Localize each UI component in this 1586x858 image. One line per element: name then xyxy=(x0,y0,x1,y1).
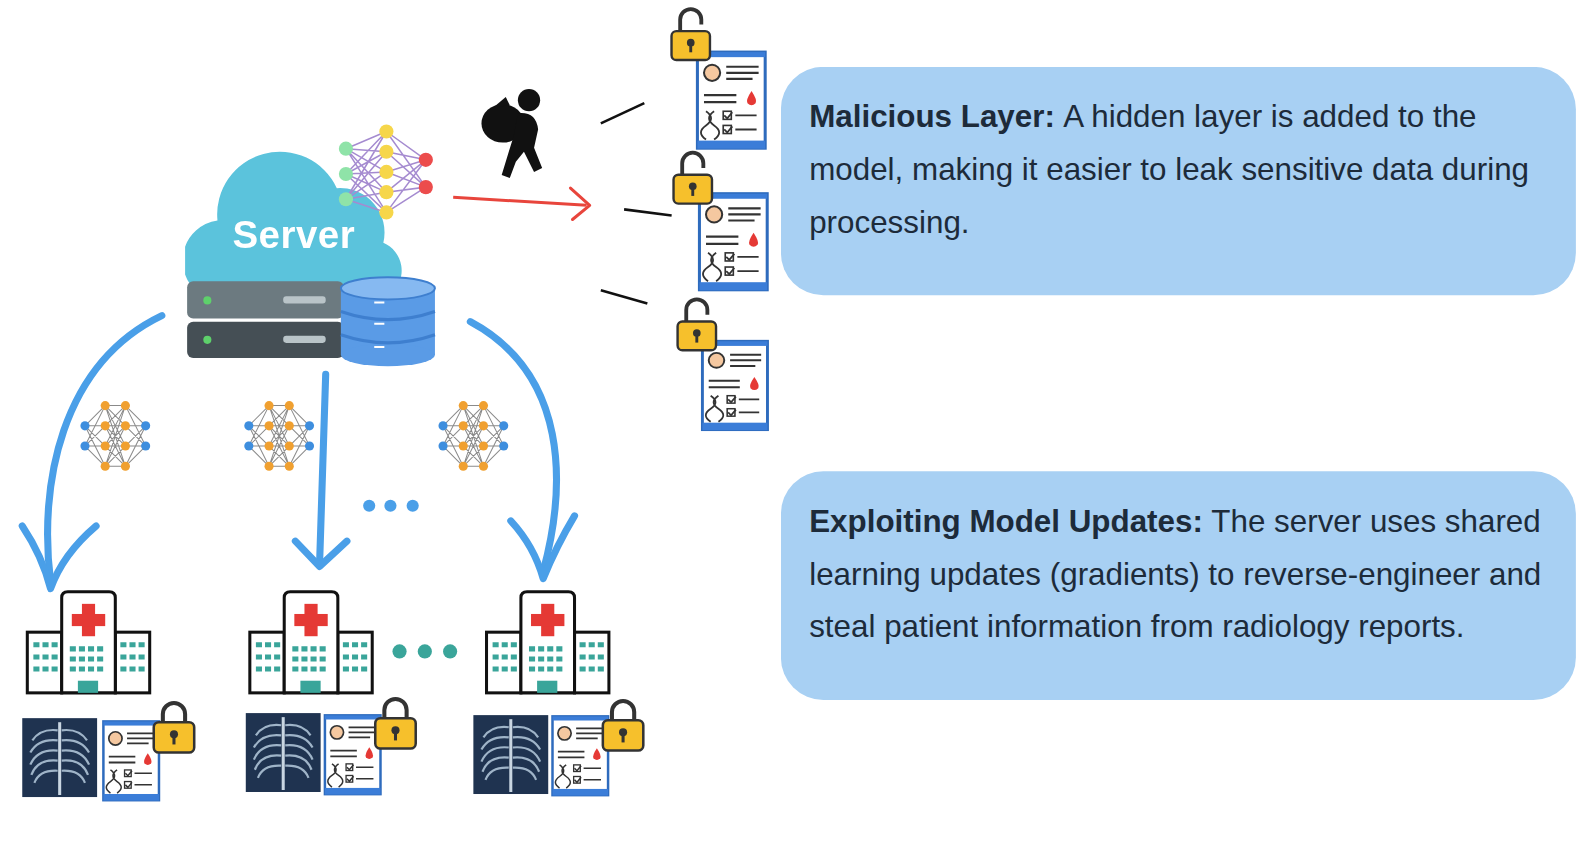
distribution-arrow xyxy=(48,316,162,582)
callout-box: Malicious Layer:A hidden layer is added … xyxy=(781,67,1576,296)
unlocked-record xyxy=(678,299,716,350)
unlocked-record xyxy=(672,9,768,430)
locked-record xyxy=(325,715,381,794)
thief-icon xyxy=(481,89,542,178)
neural-network-icon xyxy=(379,205,393,219)
unlocked-record xyxy=(674,153,712,204)
callout-heading: Exploiting Model Updates: xyxy=(809,504,1203,539)
callout-text: Exploiting Model Updates:The server uses… xyxy=(809,496,1545,654)
neural-network-icon xyxy=(419,153,433,167)
server-rack xyxy=(203,336,211,344)
leader-line xyxy=(601,103,672,303)
server-rack xyxy=(187,281,344,318)
ellipsis-dots xyxy=(418,644,432,658)
database-icon xyxy=(374,302,384,347)
distribution-arrow xyxy=(295,541,347,566)
red-arrow xyxy=(570,188,589,219)
locked-record xyxy=(103,699,643,801)
locked-record xyxy=(375,699,415,749)
neural-network-icon xyxy=(419,180,433,194)
ellipsis-dots xyxy=(392,644,406,658)
locked-record xyxy=(603,701,643,751)
distribution-arrow xyxy=(22,526,96,589)
neural-network-icon xyxy=(339,142,353,156)
database-icon xyxy=(341,277,435,366)
ellipsis-dots xyxy=(363,500,375,512)
xray-image xyxy=(473,715,548,794)
red-arrow xyxy=(453,188,590,219)
ellipsis-dots xyxy=(384,500,396,512)
unlocked-record xyxy=(672,9,710,60)
red-arrow xyxy=(453,197,587,205)
server-rack xyxy=(283,336,325,343)
ellipsis-dots xyxy=(443,644,457,658)
database-icon xyxy=(341,312,435,343)
hospital-icon xyxy=(250,592,372,693)
database-icon xyxy=(341,277,435,299)
model-copy-icon xyxy=(80,401,150,471)
locked-record xyxy=(553,716,609,795)
leader-line xyxy=(601,290,648,303)
leader-line xyxy=(601,103,644,123)
xray-image xyxy=(22,713,548,797)
hospital-icon xyxy=(487,592,609,693)
database-icon xyxy=(341,344,435,366)
xray-image xyxy=(246,713,321,792)
neural-network-icon xyxy=(339,192,353,206)
unlocked-record xyxy=(697,52,765,149)
neural-network-icon xyxy=(379,145,393,159)
neural-network-icon xyxy=(339,167,353,181)
neural-network-icon xyxy=(379,185,393,199)
ellipsis-dots xyxy=(407,500,419,512)
thief-icon xyxy=(502,113,542,178)
callout-box: Exploiting Model Updates:The server uses… xyxy=(781,471,1576,700)
distribution-arrow xyxy=(511,516,575,579)
thief-icon xyxy=(518,89,540,111)
model-copy-icon xyxy=(438,401,508,471)
model-copy-icon xyxy=(244,401,314,471)
leader-line xyxy=(624,209,672,215)
callout-heading: Malicious Layer: xyxy=(809,99,1055,134)
server-cloud: Server xyxy=(185,142,402,294)
server-rack xyxy=(203,296,211,304)
server-rack xyxy=(187,281,344,358)
hospital-icon xyxy=(27,592,609,693)
model-copy-icon xyxy=(80,401,508,471)
hospital-icon xyxy=(27,592,149,693)
server-rack xyxy=(187,322,344,358)
locked-record xyxy=(103,721,159,800)
xray-image xyxy=(22,718,97,797)
thief-icon xyxy=(494,97,510,107)
neural-network-icon xyxy=(379,165,393,179)
locked-record xyxy=(154,703,194,753)
callout-text: Malicious Layer:A hidden layer is added … xyxy=(809,91,1545,249)
distribution-arrow xyxy=(320,374,326,562)
unlocked-record xyxy=(702,341,767,430)
distribution-arrow xyxy=(22,316,574,589)
unlocked-record xyxy=(699,194,767,291)
neural-network-icon xyxy=(379,124,393,138)
ellipsis-dots xyxy=(363,500,457,659)
server-rack xyxy=(283,296,325,303)
